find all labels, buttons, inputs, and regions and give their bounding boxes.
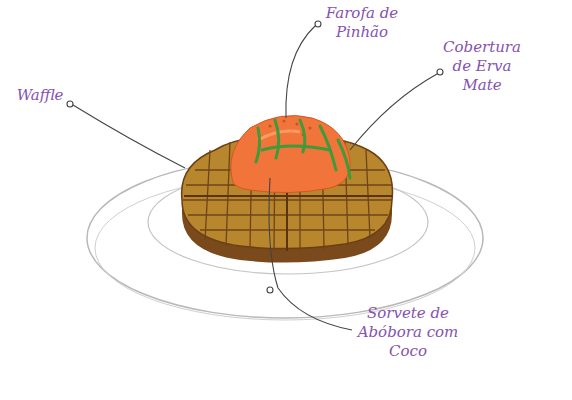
- ingredient-label: Waffle: [8, 86, 72, 105]
- ingredient-label: Cobertura de Erva Mate: [440, 38, 524, 95]
- leader-lines: [67, 21, 443, 330]
- mate-drizzle: [256, 120, 350, 178]
- waffle-divider: [184, 195, 392, 197]
- pumpkin-sorbet: [231, 116, 350, 193]
- ingredient-label: Sorvete de Abóbora com Coco: [356, 304, 460, 361]
- ingredient-label: Farofa de Pinhão: [322, 4, 402, 42]
